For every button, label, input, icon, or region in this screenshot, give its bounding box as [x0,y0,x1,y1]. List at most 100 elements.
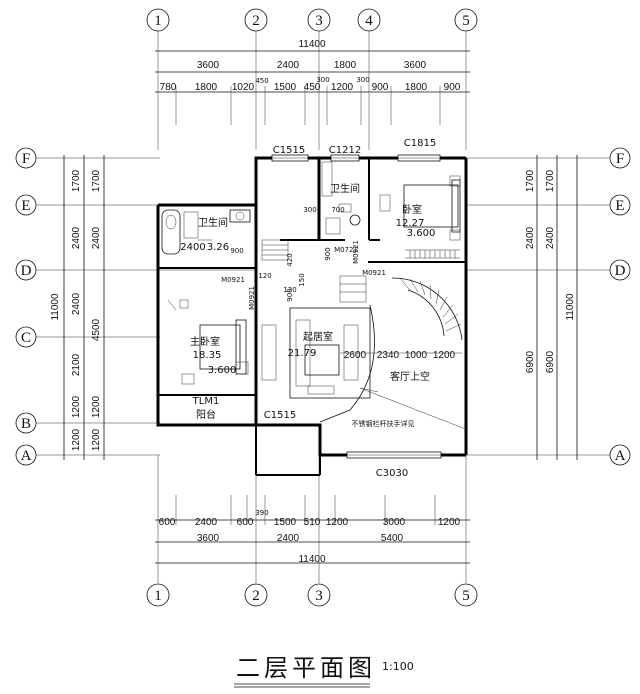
svg-text:1200: 1200 [326,517,349,528]
svg-text:11000: 11000 [565,293,576,321]
axis-right-F: F [616,151,624,167]
svg-text:M0921: M0921 [352,240,360,264]
room-bath-left-area: 3.26 [207,242,229,253]
svg-text:900: 900 [230,247,243,255]
axis-right-D: D [615,263,626,279]
room-master: 主卧室 [190,335,220,348]
axis-bubbles-left: F E D C B A [15,147,37,466]
svg-text:1200: 1200 [433,350,456,361]
railing-note: 不锈钢栏杆扶手详见 [352,419,415,428]
horizontal-axis-lines [36,157,610,456]
room-living: 起居室 [303,330,333,343]
axis-right-E: E [615,198,624,214]
svg-text:1200: 1200 [71,428,82,451]
room-living-area: 21.79 [288,348,317,359]
top-dimensions: 11400 3600 2400 1800 3600 450 300 300 78… [155,39,470,125]
room-bath-left-dim: 2400 [180,242,205,253]
svg-text:2400: 2400 [545,226,556,249]
svg-text:300: 300 [316,76,329,84]
living-room: 起居室 21.79 2600 2340 1000 1200 客厅上空 不锈钢栏杆… [261,304,469,431]
svg-text:2400: 2400 [71,292,82,315]
axis-bottom-1: 1 [154,588,162,604]
svg-text:2400: 2400 [195,517,218,528]
axis-bottom-5: 5 [462,588,470,604]
svg-text:1800: 1800 [195,82,218,93]
svg-text:3600: 3600 [404,60,427,71]
plan-scale: 1:100 [382,660,414,673]
svg-text:300: 300 [303,206,316,214]
master-bedroom: 主卧室 18.35 3.600 M0921 阳台 [160,269,256,421]
axis-left-A: A [21,448,32,464]
svg-text:11400: 11400 [298,554,326,565]
svg-text:6900: 6900 [545,350,556,373]
window-c1515-bottom: C1515 [264,410,296,421]
room-bedroom-dim: 3.600 [407,228,436,239]
svg-text:1700: 1700 [71,169,82,192]
axis-left-D: D [21,263,32,279]
svg-text:600: 600 [237,517,254,528]
svg-text:M0921: M0921 [362,269,386,277]
axis-bottom-3: 3 [315,588,323,604]
axis-bottom-2: 2 [252,588,260,604]
svg-text:1020: 1020 [232,82,255,93]
svg-text:2400: 2400 [91,226,102,249]
svg-text:420: 420 [286,253,294,266]
svg-text:120: 120 [283,286,296,294]
svg-text:1700: 1700 [545,169,556,192]
window-c1212: C1212 [329,145,361,156]
svg-text:1500: 1500 [274,517,297,528]
right-dimensions: 1700 2400 6900 1700 2400 6900 11000 [525,155,578,460]
svg-text:450: 450 [304,82,321,93]
svg-text:2100: 2100 [71,353,82,376]
axis-bubbles-bottom: 1 2 3 5 [146,583,478,607]
svg-text:450: 450 [255,77,268,85]
svg-text:3000: 3000 [383,517,406,528]
axis-left-E: E [21,198,30,214]
svg-text:3600: 3600 [197,533,220,544]
svg-text:900: 900 [286,288,294,301]
svg-text:390: 390 [255,509,268,517]
svg-text:4500: 4500 [91,318,102,341]
room-master-dim: 3.600 [208,365,237,376]
svg-text:900: 900 [324,247,332,260]
axis-top-5: 5 [462,13,470,29]
axis-top-1: 1 [154,13,162,29]
svg-text:1500: 1500 [274,82,297,93]
window-c1515-top: C1515 [273,145,305,156]
svg-text:6900: 6900 [525,350,536,373]
svg-text:900: 900 [444,82,461,93]
svg-text:600: 600 [159,517,176,528]
svg-text:780: 780 [160,82,177,93]
svg-text:700: 700 [331,206,344,214]
svg-text:M0921: M0921 [248,286,256,310]
svg-text:2400: 2400 [277,60,300,71]
room-master-area: 18.35 [193,350,222,361]
bedroom-right: 卧室 12.27 3.600 [379,175,461,259]
svg-text:2400: 2400 [277,533,300,544]
axis-top-4: 4 [365,13,373,29]
left-bathroom: 卫生间 3.26 2400 900 [161,209,251,255]
drawing-title: 二层平面图 1:100 [234,654,414,688]
svg-text:1200: 1200 [91,428,102,451]
svg-text:1200: 1200 [331,82,354,93]
bottom-dimensions: 600 2400 600 390 1500 510 1200 3000 1200… [155,495,470,565]
svg-text:150: 150 [298,273,306,286]
window-c1815: C1815 [404,138,436,149]
svg-text:300: 300 [356,76,369,84]
svg-text:2340: 2340 [377,350,400,361]
left-dimensions: 11000 1700 2400 2400 2100 1200 1200 1700… [50,155,105,460]
windows: C1515 C1212 C1815 C3030 C1515 TLM1 [192,138,442,479]
axis-bubbles-top: 1 2 3 4 5 [146,8,478,32]
svg-text:1200: 1200 [91,395,102,418]
axis-left-F: F [22,151,30,167]
svg-text:M0921: M0921 [221,276,245,284]
svg-text:2600: 2600 [344,350,367,361]
svg-text:1700: 1700 [91,169,102,192]
svg-text:M0721: M0721 [334,246,358,254]
room-bedroom-area: 12.27 [396,218,425,229]
svg-text:510: 510 [304,517,321,528]
corridor-stair: M0921 120 420 900 120 150 900 M0921 [248,239,360,310]
svg-text:1800: 1800 [334,60,357,71]
window-c3030: C3030 [376,468,408,479]
